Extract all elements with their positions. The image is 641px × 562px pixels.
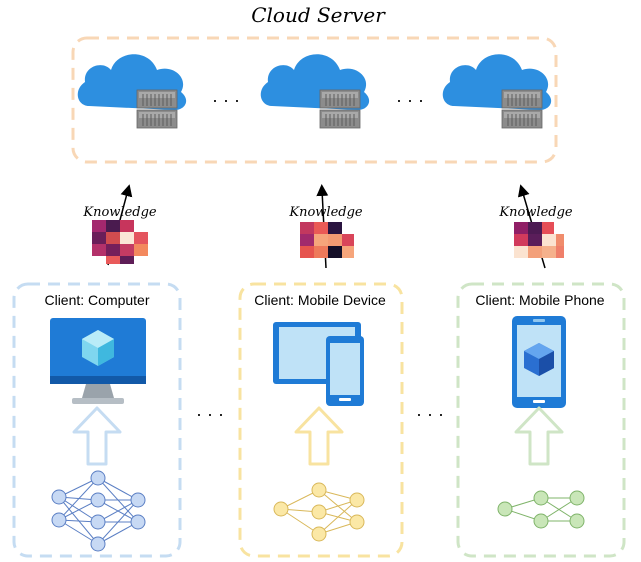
tablet-icon (273, 322, 364, 406)
phone-icon (512, 316, 566, 408)
neural-network-icon (497, 490, 585, 529)
client-label-computer: Client: Computer (44, 292, 149, 308)
neural-network-icon (51, 470, 146, 552)
knowledge-label: Knowledge (498, 205, 573, 220)
cloud-server-icon (442, 53, 552, 129)
clients-ellipsis: · · · (196, 404, 224, 424)
cloud-server-title: Cloud Server (251, 3, 386, 27)
neural-network-icon (273, 482, 365, 542)
client-box-mobile-phone (456, 282, 626, 558)
client-box-computer (12, 282, 182, 558)
client-box-mobile-device (238, 282, 404, 558)
cloud-server-icon (260, 53, 370, 129)
up-arrow-icon (514, 406, 564, 466)
up-arrow-icon (294, 406, 344, 466)
up-arrow-icon (72, 406, 122, 466)
knowledge-heatmap-icon (514, 222, 564, 258)
cloud-server-icon (77, 53, 187, 129)
client-label-mobile-device: Client: Mobile Device (254, 292, 386, 308)
server-ellipsis: · · · (212, 90, 240, 110)
knowledge-label: Knowledge (288, 205, 363, 220)
server-ellipsis: · · · (396, 90, 424, 110)
knowledge-heatmap-icon (92, 220, 148, 264)
computer-icon (50, 318, 146, 404)
cloud-server-box (71, 36, 558, 164)
clients-ellipsis: · · · (416, 404, 444, 424)
client-label-mobile-phone: Client: Mobile Phone (475, 292, 604, 308)
knowledge-label: Knowledge (82, 205, 157, 220)
knowledge-heatmap-icon (300, 222, 354, 258)
